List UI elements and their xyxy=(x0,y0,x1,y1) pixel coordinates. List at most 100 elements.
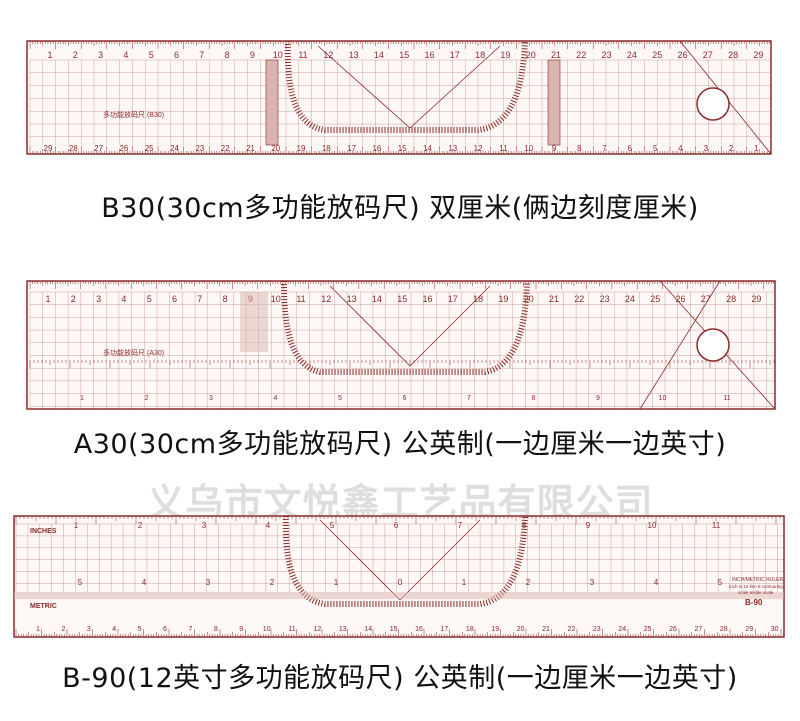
cm-tick-label: 4 xyxy=(123,50,128,60)
cm-tick-label: 21 xyxy=(549,294,559,304)
brand-line-3: scale textile scale xyxy=(738,590,774,595)
cm-tick-label: 20 xyxy=(271,144,280,153)
cm-tick-label: 19 xyxy=(500,50,510,60)
cm-tick-label: 28 xyxy=(69,144,78,153)
inch-tick-label: 9 xyxy=(586,521,591,530)
cm-tick-label: 14 xyxy=(423,144,432,153)
cm-tick-label: 22 xyxy=(574,294,584,304)
cm-tick-label: 13 xyxy=(339,626,347,633)
cm-tick-label: 19 xyxy=(498,294,508,304)
cm-tick-label: 6 xyxy=(174,50,179,60)
cm-tick-label: 13 xyxy=(349,50,359,60)
inches-label: INCHES xyxy=(30,528,57,535)
cm-tick-label: 9 xyxy=(552,144,557,153)
cm-tick-label: 21 xyxy=(551,50,561,60)
cm-tick-label: 29 xyxy=(745,626,753,633)
cm-tick-label: 6 xyxy=(172,294,177,304)
caption-a30: A30(30cm多功能放码尺) 公英制(一边厘米一边英寸) xyxy=(73,429,727,460)
cm-tick-label: 12 xyxy=(314,626,322,633)
cm-tick-label: 4 xyxy=(678,144,683,153)
inch-tick-label: 2 xyxy=(145,395,149,402)
cm-tick-label: 8 xyxy=(214,626,218,633)
cm-tick-label: 12 xyxy=(474,144,483,153)
cm-tick-label: 22 xyxy=(221,144,230,153)
inch-tick-label: 6 xyxy=(403,395,407,402)
cm-tick-label: 25 xyxy=(650,294,660,304)
cm-tick-label: 1 xyxy=(754,144,759,153)
cm-tick-label: 16 xyxy=(415,626,423,633)
inch-tick-label: 7 xyxy=(467,395,471,402)
cm-tick-label: 8 xyxy=(225,50,230,60)
cm-tick-label: 2 xyxy=(73,50,78,60)
cm-tick-label: 29 xyxy=(44,144,53,153)
cm-tick-label: 4 xyxy=(112,626,116,633)
cm-tick-label: 17 xyxy=(347,144,356,153)
cm-tick-label: 3 xyxy=(98,50,103,60)
cm-tick-label: 13 xyxy=(347,294,357,304)
inch-tick-label: 8 xyxy=(522,521,527,530)
offset-tick-label: 0 xyxy=(398,578,403,587)
cm-tick-label: 24 xyxy=(627,50,637,60)
cm-tick-label: 22 xyxy=(568,626,576,633)
inch-tick-label: 1 xyxy=(80,395,84,402)
inch-tick-label: 11 xyxy=(712,521,721,530)
cm-tick-label: 26 xyxy=(669,626,677,633)
cm-tick-label: 23 xyxy=(593,626,601,633)
cm-tick-label: 27 xyxy=(94,144,103,153)
cm-tick-label: 9 xyxy=(239,626,243,633)
cm-tick-label: 27 xyxy=(695,626,703,633)
cm-tick-label: 7 xyxy=(188,626,192,633)
cm-tick-label: 21 xyxy=(542,626,550,633)
ruler-a30-model-tag: 多功能放码尺 (A30) xyxy=(103,348,164,357)
cm-tick-label: 28 xyxy=(720,626,728,633)
cm-tick-label: 11 xyxy=(296,294,305,304)
cm-tick-label: 17 xyxy=(448,294,458,304)
cm-tick-label: 25 xyxy=(652,50,662,60)
cm-tick-label: 26 xyxy=(675,294,685,304)
inch-tick-label: 7 xyxy=(458,521,463,530)
cm-tick-label: 22 xyxy=(576,50,586,60)
cm-tick-label: 11 xyxy=(298,50,307,60)
inch-tick-label: 6 xyxy=(394,521,399,530)
cm-tick-label: 19 xyxy=(491,626,499,633)
cm-tick-label: 5 xyxy=(653,144,658,153)
offset-tick-label: 1 xyxy=(334,578,339,587)
hanging-hole-icon xyxy=(696,328,730,362)
cm-tick-label: 4 xyxy=(121,294,126,304)
offset-tick-label: 2 xyxy=(270,578,275,587)
cm-tick-label: 21 xyxy=(246,144,255,153)
cm-tick-label: 27 xyxy=(703,50,713,60)
cm-tick-label: 10 xyxy=(271,294,281,304)
cm-tick-label: 9 xyxy=(250,50,255,60)
cm-tick-label: 6 xyxy=(163,626,167,633)
cm-tick-label: 2 xyxy=(61,626,65,633)
inch-tick-label: 11 xyxy=(723,395,730,402)
cm-tick-label: 2 xyxy=(729,144,734,153)
cm-tick-label: 24 xyxy=(170,144,179,153)
cm-tick-label: 10 xyxy=(273,50,283,60)
caption-b90: B-90(12英寸多功能放码尺) 公英制(一边厘米一边英寸) xyxy=(62,663,738,694)
cm-tick-label: 23 xyxy=(602,50,612,60)
cm-tick-label: 14 xyxy=(364,626,372,633)
inch-tick-label: 4 xyxy=(266,521,271,530)
metric-label: METRIC xyxy=(30,603,57,610)
offset-tick-label: 1 xyxy=(462,578,467,587)
cm-tick-label: 15 xyxy=(399,50,409,60)
cm-tick-label: 10 xyxy=(524,144,533,153)
inch-tick-label: 5 xyxy=(338,395,342,402)
cm-tick-label: 1 xyxy=(45,294,50,304)
offset-tick-label: 4 xyxy=(654,578,659,587)
cm-tick-label: 23 xyxy=(600,294,610,304)
cm-tick-label: 7 xyxy=(197,294,202,304)
cm-tick-label: 7 xyxy=(602,144,607,153)
cm-tick-label: 18 xyxy=(322,144,331,153)
offset-tick-label: 3 xyxy=(590,578,595,587)
cm-tick-label: 3 xyxy=(704,144,709,153)
offset-tick-label: 3 xyxy=(206,578,211,587)
offset-tick-label: 5 xyxy=(78,578,83,587)
cm-tick-label: 3 xyxy=(87,626,91,633)
cm-tick-label: 15 xyxy=(398,144,407,153)
inch-tick-label: 2 xyxy=(138,521,143,530)
cm-tick-label: 6 xyxy=(628,144,633,153)
